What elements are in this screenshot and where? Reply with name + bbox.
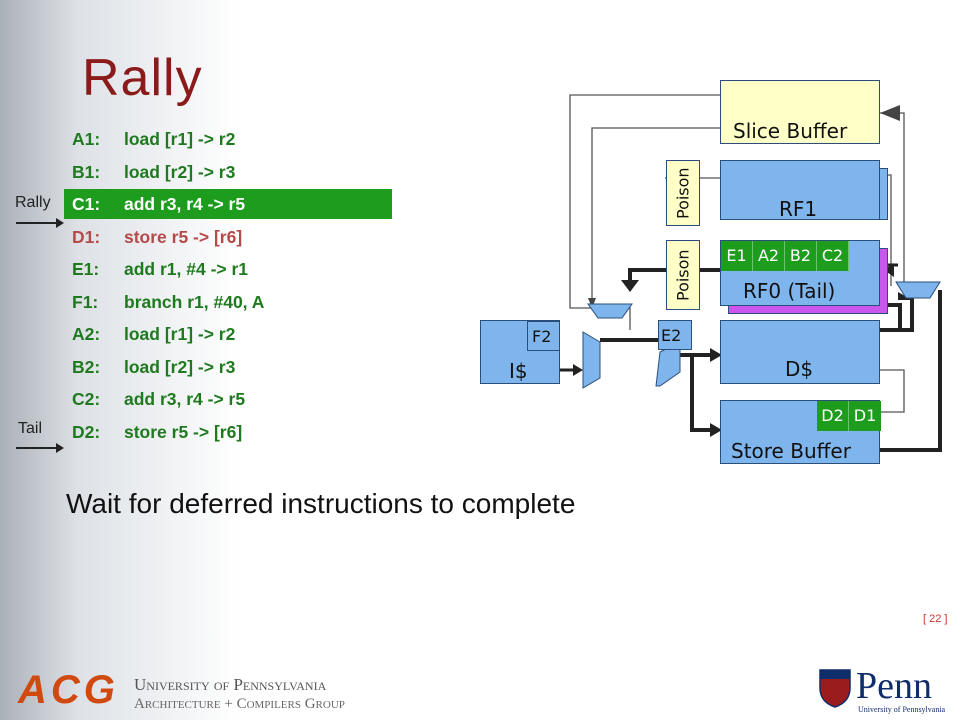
rf0-cell: E1	[721, 241, 753, 271]
sb-cell: D1	[853, 406, 877, 425]
store-buffer: D2 D1 Store Buffer	[720, 400, 881, 464]
slide-title: Rally	[82, 49, 203, 107]
instruction-text: load [r1] -> r2	[124, 324, 236, 344]
rf0-cell: A2	[753, 241, 785, 271]
instruction-row: D1: store r5 -> [r6]	[64, 222, 392, 252]
instruction-label: F1:	[72, 291, 99, 312]
instruction-row: A2: load [r1] -> r2	[64, 319, 392, 349]
slice-buffer: Slice Buffer	[720, 80, 880, 144]
penn-subtitle: University of Pennsylvania	[858, 705, 946, 714]
tail-pointer-label: Tail	[18, 420, 43, 437]
rf0-cell: B2	[785, 241, 817, 271]
penn-logo: Penn	[856, 665, 932, 707]
rf0-register-file: E1 A2 B2 C2 RF0 (Tail)	[720, 240, 880, 306]
group-line: Architecture + Compilers Group	[134, 696, 345, 712]
dcache-label: D$	[785, 357, 814, 381]
slice-buffer-label: Slice Buffer	[733, 119, 848, 143]
rally-pointer-label: Rally	[15, 194, 51, 211]
rf1-label: RF1	[779, 197, 818, 221]
instruction-text: store r5 -> [r6]	[124, 421, 243, 442]
instruction-label: A1:	[72, 129, 101, 149]
instruction-row: A1: load [r1] -> r2	[64, 124, 392, 154]
instruction-text: add r3, r4 -> r5	[124, 194, 246, 214]
instruction-text: load [r2] -> r3	[124, 356, 236, 377]
instruction-text: add r1, #4 -> r1	[124, 259, 249, 279]
instruction-label: C2:	[72, 389, 101, 409]
slide-subtitle: Wait for deferred instructions to comple…	[66, 488, 576, 519]
data-cache: D$	[720, 320, 880, 384]
instruction-text: add r3, r4 -> r5	[124, 389, 246, 409]
instruction-row: E1: add r1, #4 -> r1	[64, 254, 392, 284]
rf1-register-file: RF1	[720, 160, 880, 221]
f2-tag: F2	[527, 321, 560, 351]
instruction-row: F1: branch r1, #40, A	[64, 287, 392, 317]
poison-bits-rf1: Poison	[666, 160, 700, 226]
instruction-text: branch r1, #40, A	[124, 291, 265, 312]
instruction-text: store r5 -> [r6]	[124, 226, 243, 247]
rf0-cell: C2	[817, 241, 849, 271]
instruction-label: A2:	[72, 324, 101, 344]
store-buffer-cells: D2 D1	[817, 401, 881, 431]
e2-latch: E2	[658, 320, 692, 350]
instruction-row: C1: add r3, r4 -> r5	[64, 189, 392, 219]
rf0-cells: E1 A2 B2 C2	[721, 241, 849, 271]
poison-bits-rf0: Poison	[666, 240, 700, 310]
instruction-label: D2:	[72, 421, 101, 442]
instruction-row: B1: load [r2] -> r3	[64, 157, 392, 187]
acg-logo: ACG	[18, 668, 119, 712]
instruction-text: load [r2] -> r3	[124, 161, 236, 182]
instruction-row: D2: store r5 -> [r6]	[64, 417, 392, 447]
rf0-label: RF0 (Tail)	[743, 279, 836, 303]
instruction-label: B1:	[72, 161, 101, 182]
instruction-label: C1:	[72, 194, 101, 214]
instruction-row: C2: add r3, r4 -> r5	[64, 384, 392, 414]
sb-cell: D2	[817, 401, 849, 431]
store-buffer-label: Store Buffer	[731, 439, 851, 463]
university-line: University of Pennsylvania	[134, 675, 327, 694]
instruction-row: B2: load [r2] -> r3	[64, 352, 392, 382]
instruction-label: E1:	[72, 259, 100, 279]
icache-label: I$	[509, 359, 528, 383]
instruction-label: D1:	[72, 226, 101, 247]
instruction-cache: F2 I$	[480, 320, 560, 384]
rally-arrow	[16, 218, 64, 228]
instruction-text: load [r1] -> r2	[124, 129, 236, 149]
instruction-label: B2:	[72, 356, 101, 377]
page-number: [ 22 ]	[923, 613, 948, 625]
penn-shield-icon	[819, 669, 851, 708]
tail-arrow	[16, 443, 64, 453]
